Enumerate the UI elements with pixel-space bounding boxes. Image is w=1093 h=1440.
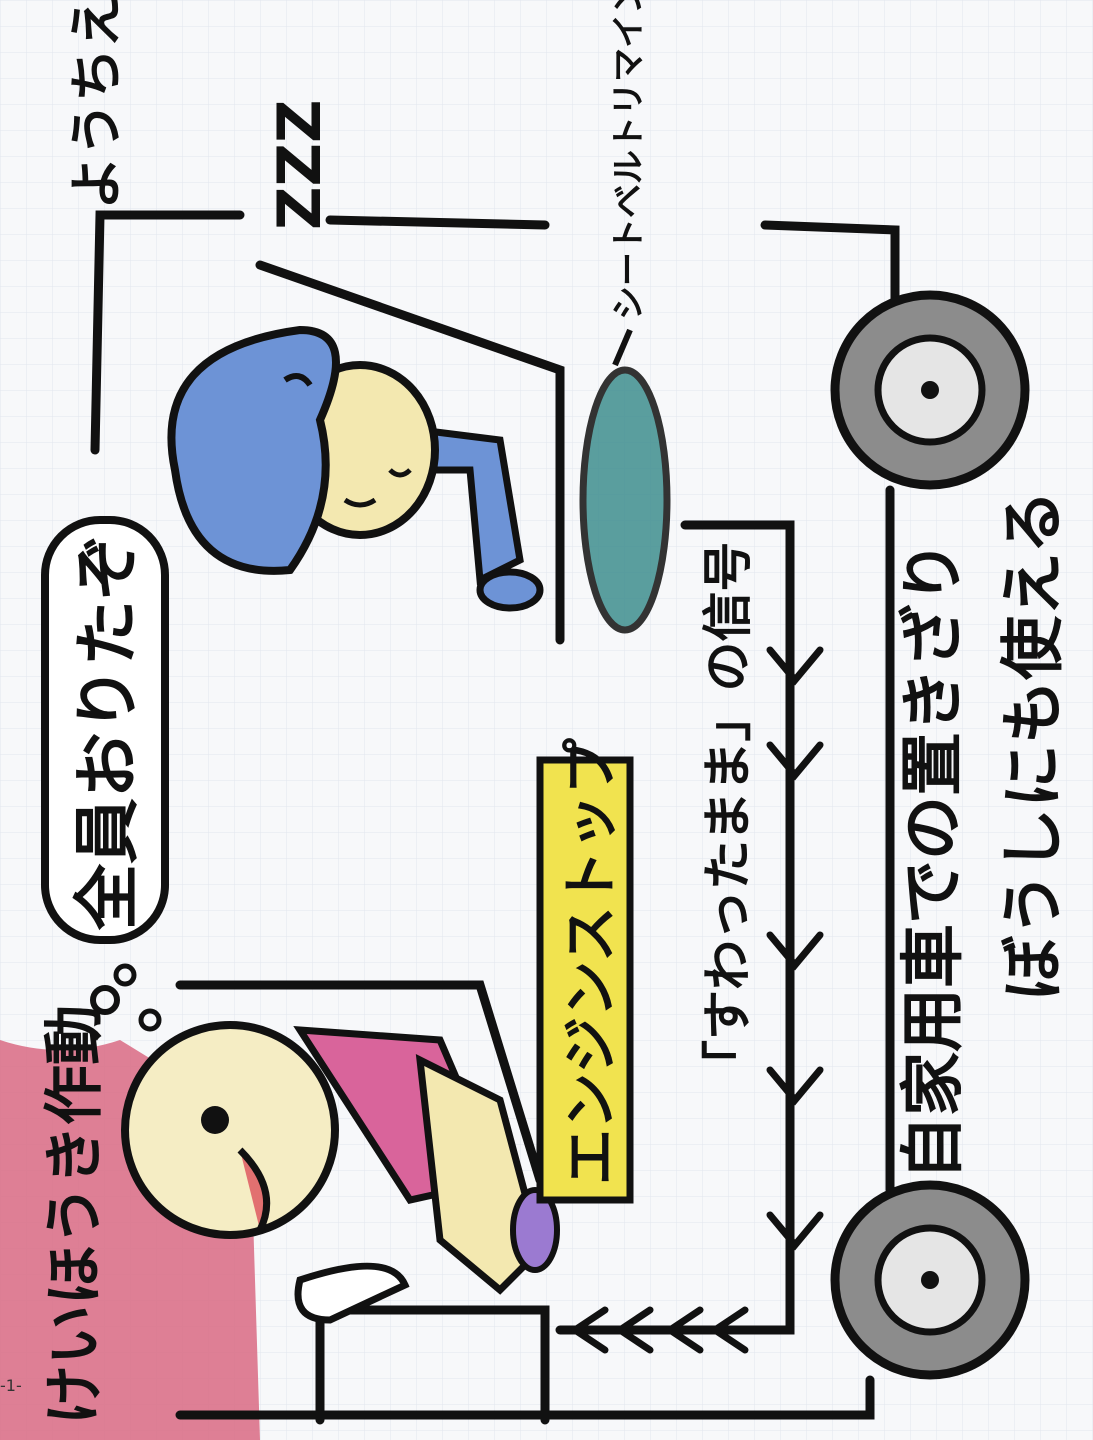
sitting-signal-label: 「すわったまま」の信号 <box>699 542 757 1091</box>
signal-arrows <box>568 646 824 1354</box>
rear-tire <box>830 290 1030 490</box>
seat-sensor <box>579 366 671 634</box>
speech-bubble <box>41 516 169 944</box>
kindergarten-bus-label: ようちえんバス <box>65 0 128 210</box>
sleeping-child <box>167 325 544 612</box>
driver <box>90 963 560 1324</box>
engine-stop-box <box>536 756 634 1204</box>
front-tire <box>830 1180 1030 1380</box>
engine-stop-label: エンジンストップ <box>559 738 624 1185</box>
everyone-off-label: 全員おりたぞ <box>69 534 146 931</box>
prevention-label: ぼうしにも使える <box>997 490 1071 1000</box>
private-car-label: 自家用車での置きざり <box>897 540 971 1180</box>
alarm-label: けいほうき作動 <box>40 1005 110 1425</box>
zzz-label: ZZZ <box>265 99 335 230</box>
page-number: -1- <box>0 1376 22 1395</box>
sensor-label: シートベルトリマインダーのシートセンサー <box>609 0 649 320</box>
